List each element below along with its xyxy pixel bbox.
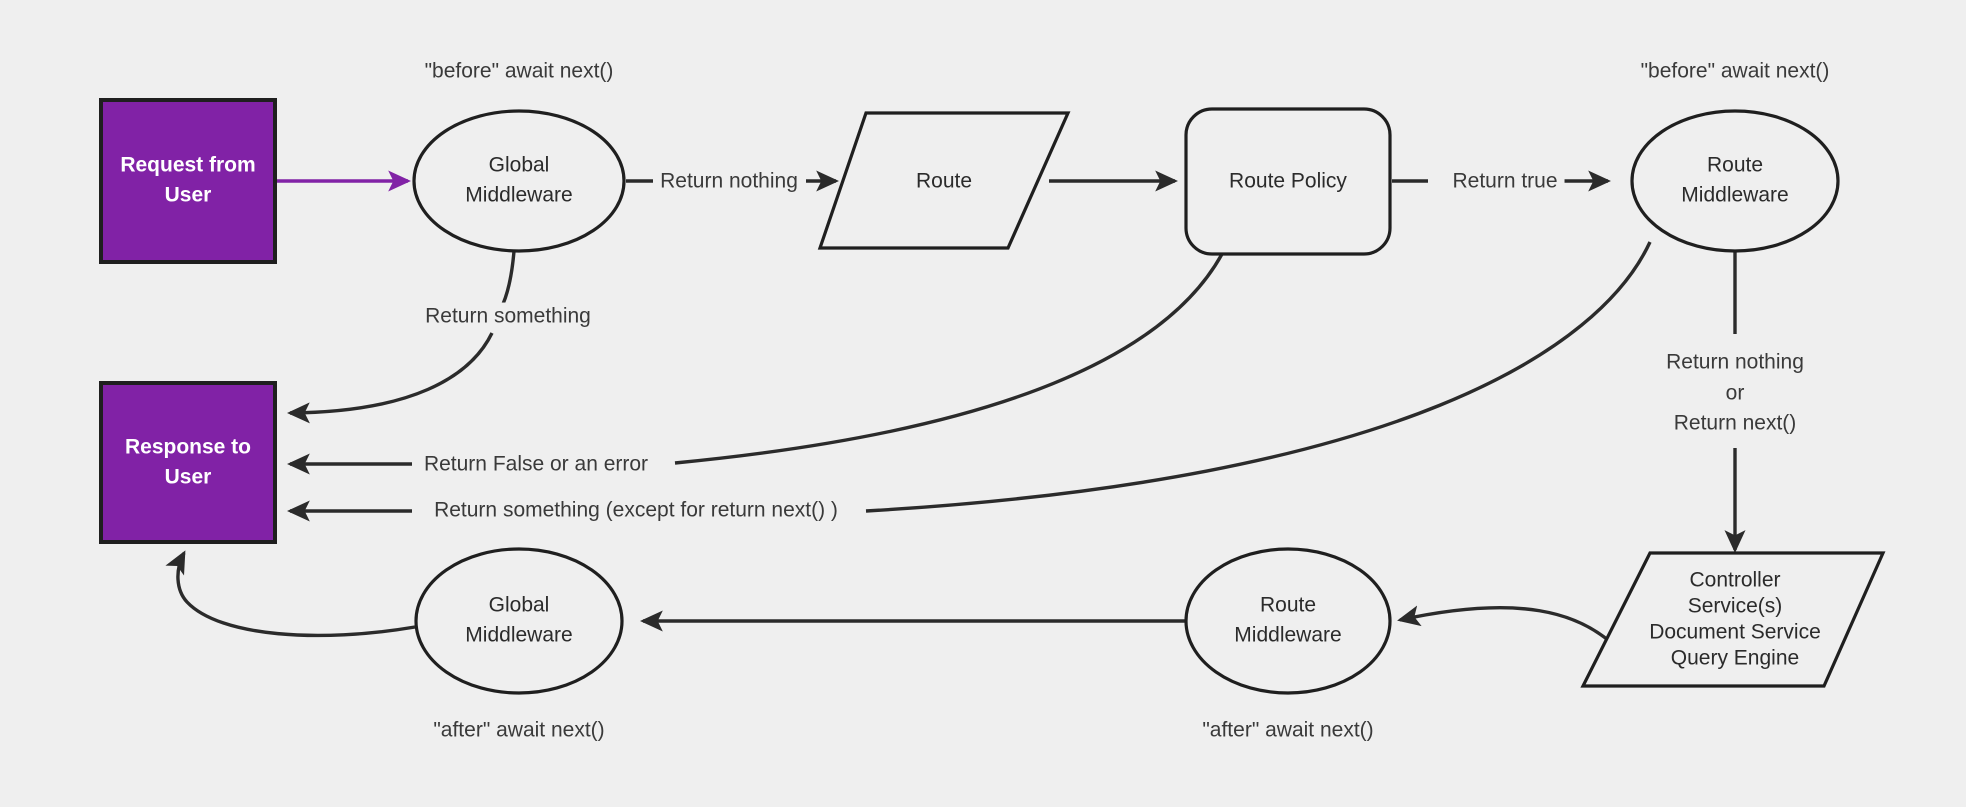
annotation-before-await-next-global: "before" await next() bbox=[425, 60, 614, 83]
route-parallelogram bbox=[817, 111, 1071, 250]
route-middleware-top-label-line2: Middleware bbox=[1681, 184, 1788, 207]
edge-controller-to-route-middleware-bottom bbox=[1397, 605, 1619, 650]
global-middleware-top-label-line1: Global bbox=[489, 154, 550, 177]
edge-global-middleware-to-route: Return nothing bbox=[626, 167, 839, 195]
request-from-user-box bbox=[99, 98, 277, 264]
node-route[interactable]: Route bbox=[817, 111, 1071, 250]
global-middleware-top-label-line2: Middleware bbox=[465, 184, 572, 207]
edge-route-middleware-to-controller: Return nothing or Return next() bbox=[1659, 251, 1811, 553]
node-route-policy[interactable]: Route Policy bbox=[1184, 107, 1392, 256]
edge-label-return-true-backdrop bbox=[1445, 167, 1565, 195]
edge-label-return-something: Return something bbox=[425, 305, 591, 328]
controller-label-line3: Document Service bbox=[1649, 621, 1821, 644]
response-to-user-label-line2: User bbox=[165, 466, 212, 489]
global-middleware-top-ellipse bbox=[412, 109, 626, 253]
controller-label-line4: Query Engine bbox=[1671, 647, 1799, 670]
controller-label-line2: Service(s) bbox=[1688, 595, 1783, 618]
request-from-user-label-line1: Request from bbox=[120, 154, 255, 177]
request-from-user-label-line2: User bbox=[165, 184, 212, 207]
node-route-middleware-bottom[interactable]: Route Middleware "after" await next() bbox=[1184, 547, 1392, 742]
edge-label-return-next: Return next() bbox=[1674, 412, 1797, 435]
route-middleware-top-label-line1: Route bbox=[1707, 154, 1763, 177]
node-route-middleware-top[interactable]: Route Middleware "before" await next() bbox=[1630, 60, 1840, 253]
controller-label-line1: Controller bbox=[1689, 569, 1780, 592]
node-global-middleware-bottom[interactable]: Global Middleware "after" await next() bbox=[414, 547, 624, 742]
global-middleware-bottom-label-line2: Middleware bbox=[465, 624, 572, 647]
annotation-after-await-next-global: "after" await next() bbox=[433, 719, 604, 742]
global-middleware-bottom-ellipse bbox=[414, 547, 624, 695]
route-middleware-bottom-label-line2: Middleware bbox=[1234, 624, 1341, 647]
route-middleware-bottom-label-line1: Route bbox=[1260, 594, 1316, 617]
global-middleware-bottom-label-line1: Global bbox=[489, 594, 550, 617]
route-middleware-top-ellipse bbox=[1630, 109, 1840, 253]
annotation-after-await-next-route-mw: "after" await next() bbox=[1202, 719, 1373, 742]
edge-label-return-something-except: Return something (except for return next… bbox=[434, 499, 838, 522]
edge-label-return-nothing-2-backdrop bbox=[1659, 348, 1811, 376]
node-controller-services[interactable]: Controller Service(s) Document Service Q… bbox=[1580, 551, 1886, 688]
response-to-user-label-line1: Response to bbox=[125, 436, 251, 459]
edge-label-or-backdrop bbox=[1718, 379, 1752, 407]
route-label: Route bbox=[916, 170, 972, 193]
edge-label-return-next-backdrop bbox=[1666, 409, 1804, 437]
edge-label-or: or bbox=[1726, 382, 1745, 405]
edge-route-policy-to-route-middleware: Return true bbox=[1392, 167, 1611, 195]
edge-label-return-nothing-backdrop bbox=[653, 167, 805, 195]
node-global-middleware-top[interactable]: Global Middleware "before" await next() bbox=[412, 60, 626, 253]
edge-label-return-nothing-2: Return nothing bbox=[1666, 351, 1804, 374]
response-to-user-box bbox=[99, 381, 277, 544]
edge-label-return-something-backdrop bbox=[418, 302, 598, 330]
annotation-before-await-next-route-mw: "before" await next() bbox=[1641, 60, 1830, 83]
edge-global-middleware-return-something: Return something bbox=[287, 250, 598, 424]
edge-label-return-nothing: Return nothing bbox=[660, 170, 798, 193]
edge-route-policy-return-false: Return False or an error bbox=[287, 253, 1224, 478]
edge-global-middleware-bottom-to-response bbox=[165, 550, 416, 638]
node-request-from-user[interactable]: Request from User bbox=[99, 98, 277, 264]
route-middleware-bottom-ellipse bbox=[1184, 547, 1392, 695]
route-policy-label: Route Policy bbox=[1229, 170, 1347, 193]
edge-route-middleware-return-something: Return something (except for return next… bbox=[287, 241, 1652, 524]
node-response-to-user[interactable]: Response to User bbox=[99, 381, 277, 544]
edge-label-return-false-or-error: Return False or an error bbox=[424, 453, 648, 476]
edge-label-return-something-except-backdrop bbox=[427, 496, 845, 524]
edge-label-return-true: Return true bbox=[1452, 170, 1557, 193]
edge-label-return-false-or-error-backdrop bbox=[416, 450, 656, 478]
controller-parallelogram bbox=[1580, 551, 1886, 688]
route-policy-rect bbox=[1184, 107, 1392, 256]
